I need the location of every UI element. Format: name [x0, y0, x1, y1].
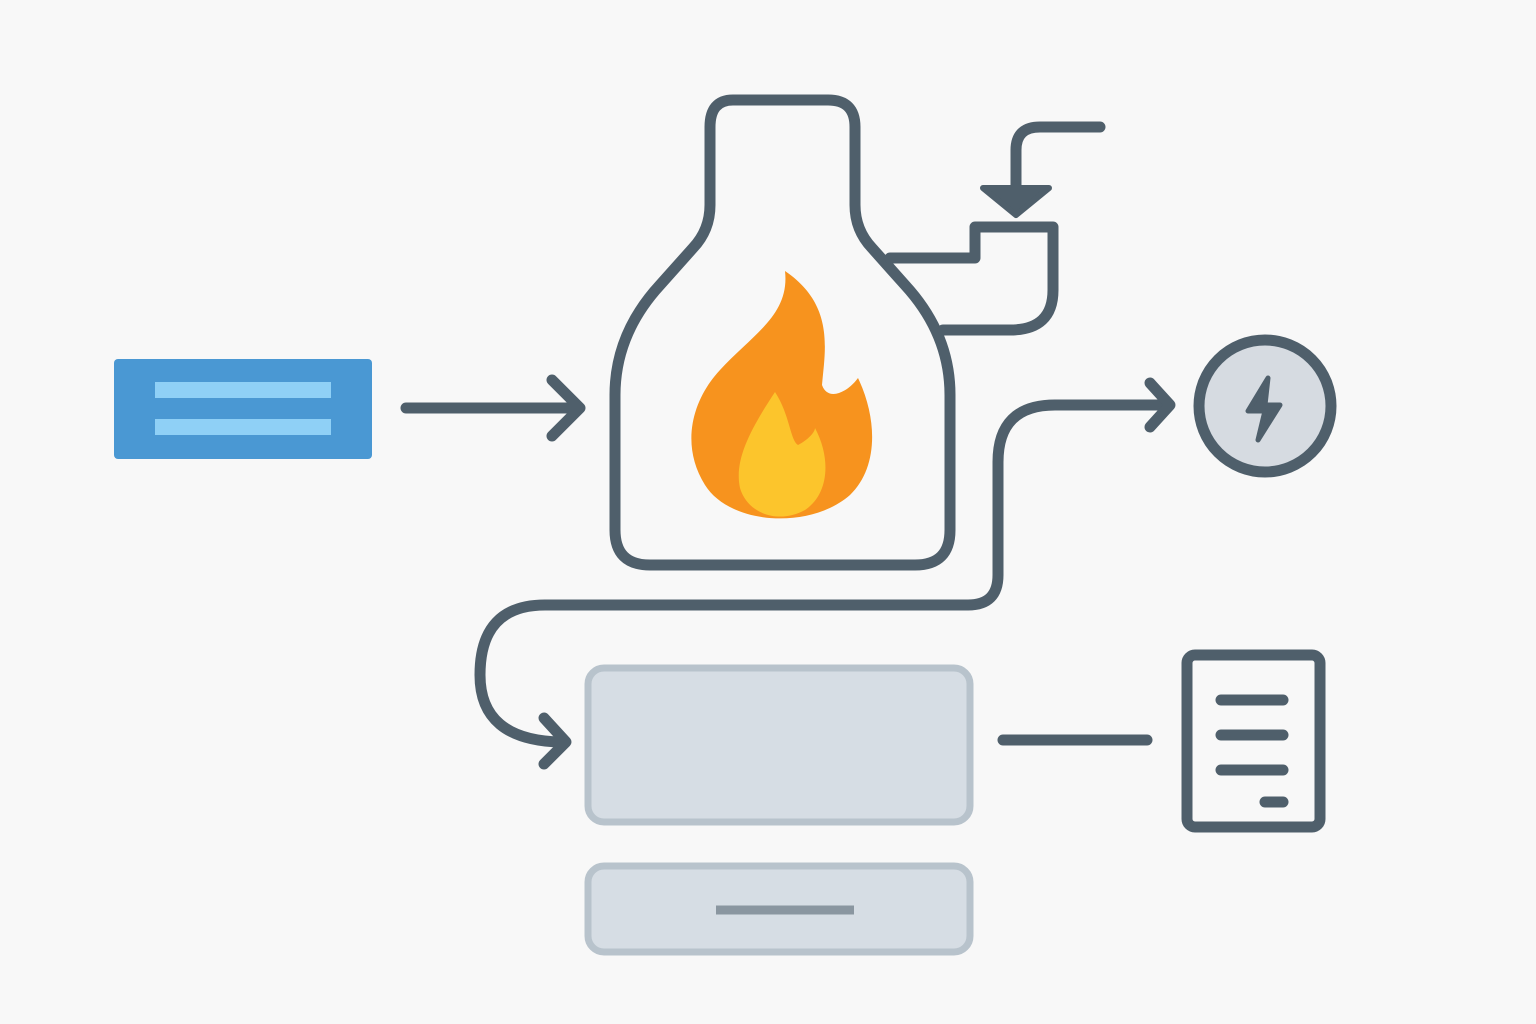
down-arrow-icon: [980, 185, 1052, 218]
pipe-feed: [884, 121, 1106, 336]
arrow-furnace-to-power: [474, 377, 1176, 770]
document-body: [1181, 649, 1326, 833]
arrow-head-power: [1144, 377, 1176, 433]
document-icon: [1181, 649, 1326, 833]
pipe-inlet: [1010, 121, 1106, 196]
arrow-head: [546, 374, 586, 442]
flame-inner: [738, 392, 826, 517]
power-output: [1193, 334, 1337, 478]
arrow-head-tray: [538, 712, 572, 770]
furnace-vessel: [609, 94, 956, 571]
input-line-top: [155, 382, 331, 398]
input-block: [114, 359, 372, 459]
residue-tray: [584, 664, 974, 826]
base-tray: [584, 862, 974, 956]
flame-outer: [691, 271, 873, 519]
input-line-bottom: [155, 419, 331, 435]
input-block-body: [114, 359, 372, 459]
lightning-bolt-icon: [1245, 375, 1283, 443]
arrow-shaft: [474, 399, 1171, 748]
pipe-body: [884, 221, 1059, 336]
arrow-input-to-furnace: [400, 374, 586, 442]
flame-icon: [691, 271, 873, 519]
